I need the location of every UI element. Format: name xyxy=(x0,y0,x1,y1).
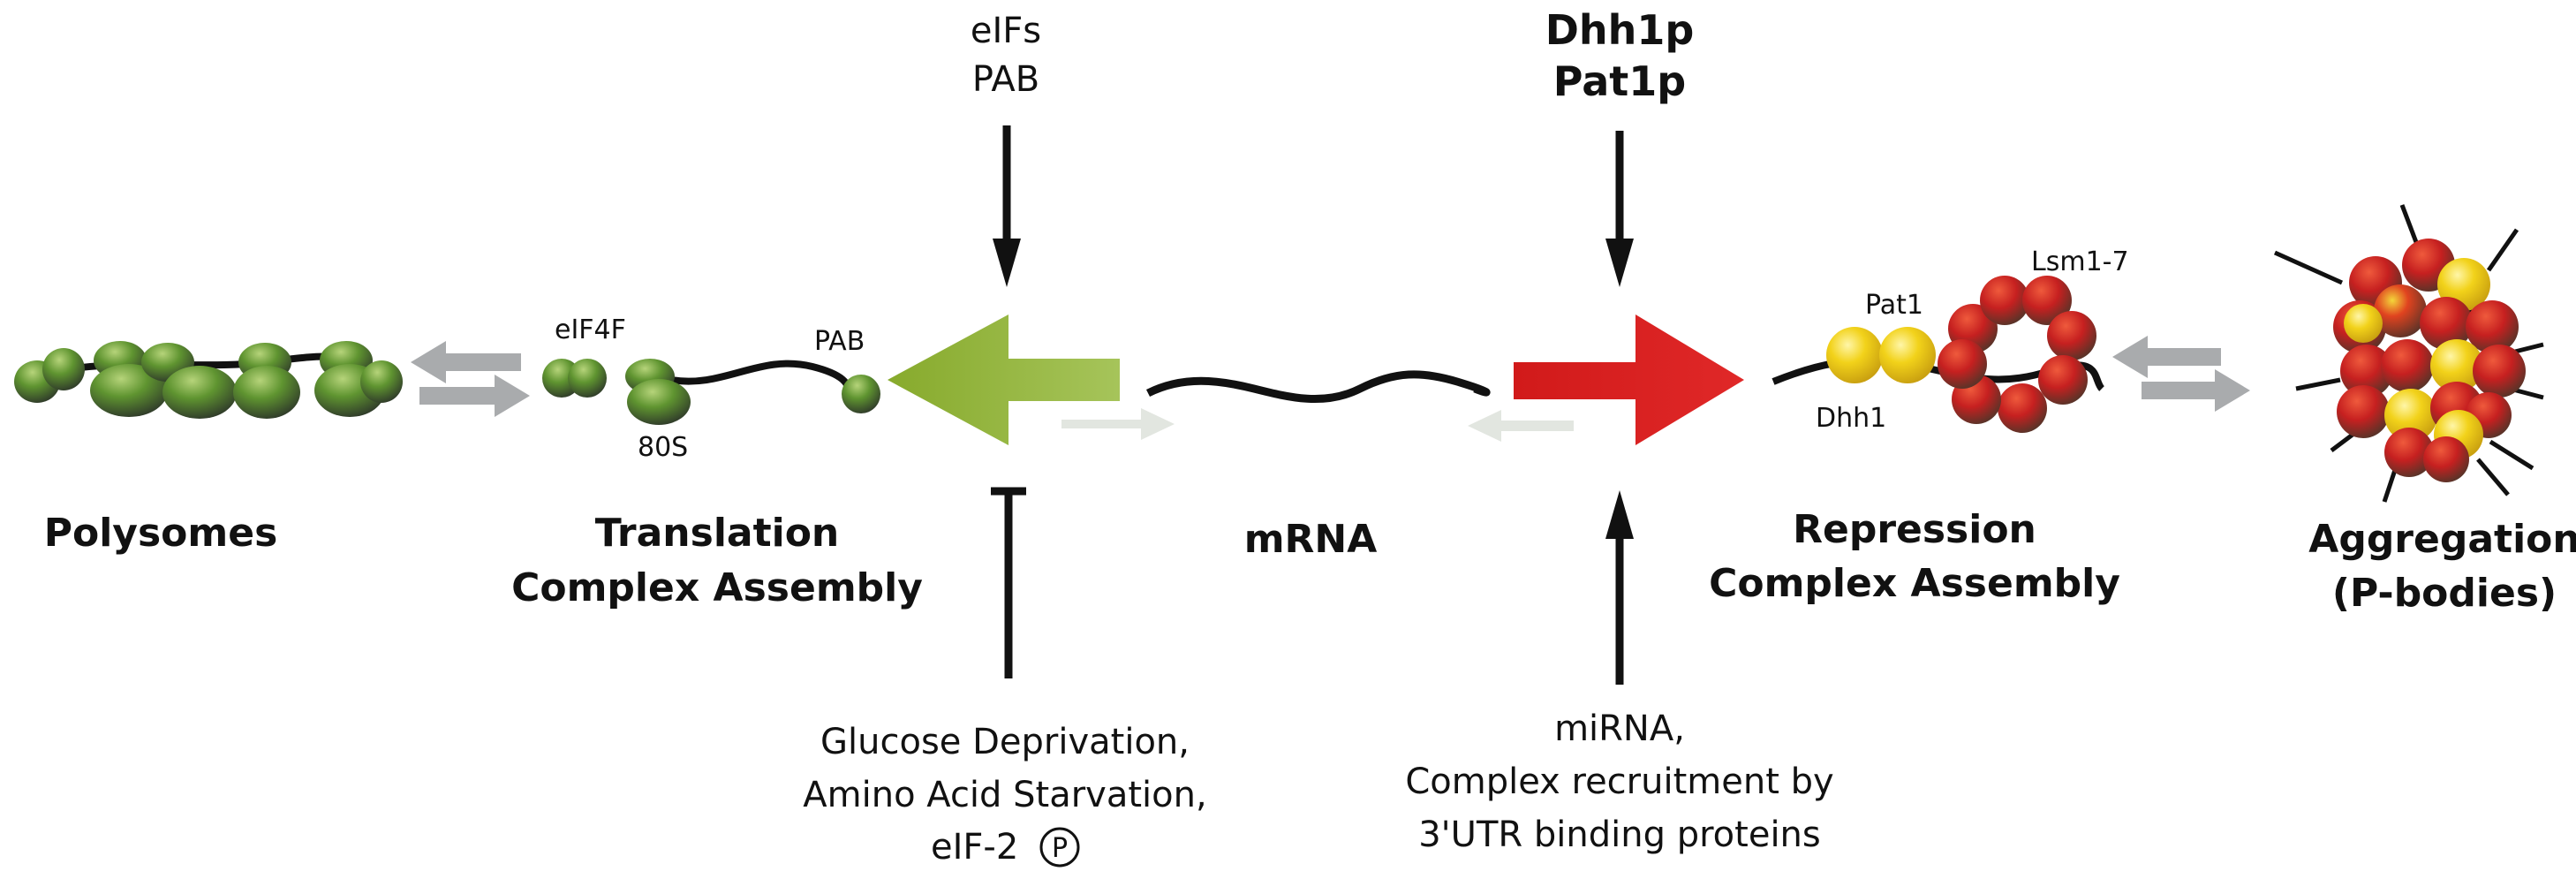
inhibitor-glucose-deprivation: Glucose Deprivation, xyxy=(820,722,1190,762)
repression-complex-illustration: Pat1 Dhh1 Lsm1-7 xyxy=(1771,246,2129,434)
lsm-label: Lsm1-7 xyxy=(2031,246,2129,277)
lsm-icon xyxy=(1998,383,2047,433)
repression-promoter-pat1p: Pat1p xyxy=(1553,57,1686,105)
stage-label-aggregation-line2: (P-bodies) xyxy=(2332,571,2557,616)
stage-label-repression-line1: Repression xyxy=(1793,507,2036,552)
repression-direction-arrow xyxy=(1514,314,1744,445)
aggregate-protein-icon xyxy=(2374,284,2427,337)
eif4f-label: eIF4F xyxy=(555,314,626,345)
aggregate-protein-icon xyxy=(2384,428,2434,477)
aggregate-protein-icon xyxy=(2344,304,2383,343)
ribosome-icon xyxy=(360,360,403,403)
lsm-icon xyxy=(2047,311,2096,360)
lsm-icon xyxy=(2022,276,2072,325)
p-body-aggregate-illustration xyxy=(2273,204,2544,503)
aggregate-protein-icon xyxy=(2423,436,2469,482)
ribosome-icon xyxy=(42,348,85,390)
aggregate-protein-icon xyxy=(2473,345,2526,398)
polysomes-illustration xyxy=(14,341,403,419)
pab-icon xyxy=(842,375,880,413)
repression-down-arrow xyxy=(1605,131,1634,287)
ribosome-80s-label: 80S xyxy=(638,432,688,463)
dhh1-label: Dhh1 xyxy=(1816,403,1886,434)
translation-mrna-strand xyxy=(670,360,857,398)
ribosome-icon xyxy=(162,366,237,419)
mrna-strand xyxy=(1145,370,1491,404)
arrow-left-icon xyxy=(2112,336,2221,378)
stage-label-aggregation-line1: Aggregation xyxy=(2308,517,2576,562)
lsm-icon xyxy=(2038,355,2088,405)
inducer-mirna: miRNA, xyxy=(1554,709,1685,749)
lsm-icon xyxy=(1980,276,2029,325)
stage-label-translation-line1: Translation xyxy=(595,511,840,556)
faint-arrow-right-icon xyxy=(1061,408,1175,440)
repression-promoter-dhh1p: Dhh1p xyxy=(1545,6,1695,54)
aggregate-protein-icon xyxy=(2420,297,2473,350)
pab-label: PAB xyxy=(814,326,865,357)
aggregate-protein-icon xyxy=(2430,339,2483,392)
stage-label-repression-line2: Complex Assembly xyxy=(1709,561,2120,606)
inducer-up-arrow xyxy=(1605,490,1634,685)
equilibrium-arrows-left xyxy=(411,341,530,417)
eif4f-icon xyxy=(568,359,607,398)
stage-label-translation-line2: Complex Assembly xyxy=(511,565,923,610)
ribosome-80s-icon xyxy=(627,379,691,425)
lsm-icon xyxy=(1938,339,1987,389)
translation-promoter-pab: PAB xyxy=(972,59,1039,100)
faint-arrow-left-icon xyxy=(1468,410,1574,442)
arrow-right-icon xyxy=(2142,369,2250,412)
aggregate-protein-icon xyxy=(2466,300,2519,353)
phospho-symbol-icon: P xyxy=(1039,827,1080,868)
stage-label-polysomes: Polysomes xyxy=(44,511,278,556)
inhibition-bar xyxy=(991,487,1026,678)
inhibitor-amino-acid-starvation: Amino Acid Starvation, xyxy=(803,775,1206,815)
pat1-label: Pat1 xyxy=(1865,290,1923,321)
promoter-down-arrow xyxy=(993,125,1021,287)
ribosome-icon xyxy=(233,366,300,419)
inhibitor-eif2: eIF-2 xyxy=(931,827,1018,868)
translation-complex-illustration: eIF4F 80S PAB xyxy=(542,314,880,463)
pat1-icon xyxy=(1826,327,1883,383)
ribosome-icon xyxy=(90,364,168,417)
arrow-left-icon xyxy=(411,341,521,383)
inducer-complex-recruitment: Complex recruitment by xyxy=(1405,762,1833,802)
inducer-3utr-proteins: 3'UTR binding proteins xyxy=(1418,815,1821,855)
pat1-icon xyxy=(1879,327,1936,383)
stage-label-mrna: mRNA xyxy=(1244,517,1378,562)
aggregate-protein-icon xyxy=(2381,339,2434,392)
aggregate-protein-icon xyxy=(2340,345,2393,398)
translation-promoter-eifs: eIFs xyxy=(971,11,1041,51)
translation-direction-arrow xyxy=(888,314,1120,445)
aggregate-protein-icon xyxy=(2384,389,2437,442)
aggregate-protein-icon xyxy=(2337,385,2390,438)
phospho-symbol-label: P xyxy=(1052,833,1068,864)
arrow-right-icon xyxy=(419,375,530,417)
equilibrium-arrows-right xyxy=(2112,336,2250,412)
